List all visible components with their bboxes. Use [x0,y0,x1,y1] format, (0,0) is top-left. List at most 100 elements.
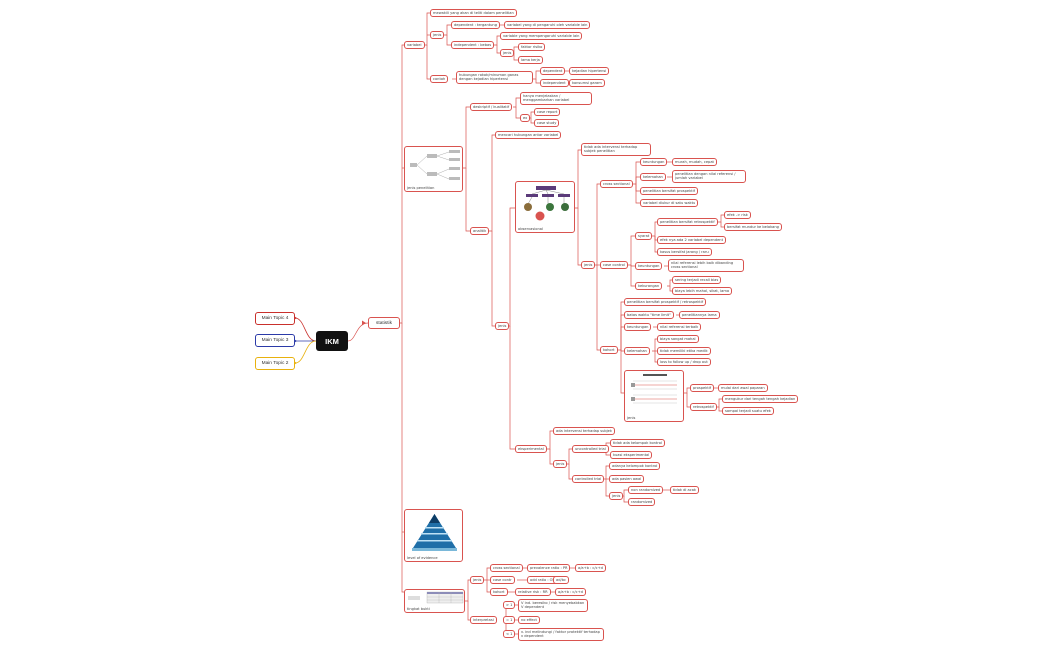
node-analitik[interactable]: analitik [470,227,490,236]
node-var-def[interactable]: mewakili yang akan di teliti dalam penel… [430,9,517,18]
node-contoh-dep[interactable]: dependent [540,67,566,76]
level-evidence-image[interactable]: level of evidence [404,509,463,562]
node-koh-waktu[interactable]: batas waktu "time limit" [624,311,674,320]
main-topic-3[interactable]: Main Topic 3 [255,334,295,347]
node-koh-retro1[interactable]: mengukur dari tengah tengah kejadian [722,395,799,404]
node-uk-cross-f[interactable]: a/a+b : c/c+d [575,564,606,573]
node-unctrl2[interactable]: kuasi eksperimental [610,451,653,460]
node-uk-koh[interactable]: kohort [490,588,508,597]
node-koh-retro[interactable]: retrospektif [690,403,717,412]
node-uk-jenis[interactable]: jenis [470,576,485,585]
node-case-efek[interactable]: efek -> risk [724,211,751,220]
node-lama-kerja[interactable]: lama kerja [518,56,543,65]
node-uk-koh-val[interactable]: relative risk : RR [515,588,551,597]
node-desk-def[interactable]: hanya menjelaskan / menggambarkan variab… [520,92,592,105]
node-ctrl2[interactable]: ada pasien awal [609,475,645,484]
node-case-kek[interactable]: kekurangan [635,282,663,291]
node-cross-kel-val[interactable]: murah, mudah, cepat [672,158,717,167]
node-koh-kek3[interactable]: loss to follow up / drop out [657,358,711,367]
node-nonrand[interactable]: non randomized [628,486,664,495]
node-uk-cross-val[interactable]: prevalence ratio : PR [527,564,571,573]
kohort-jenis-image[interactable]: jenis [624,370,684,422]
node-contoh-ind-val[interactable]: konsumsi garam [569,79,605,88]
node-cross-kel[interactable]: keuntungan [640,158,668,167]
tingkat-bukti-image[interactable]: tingkat bukti [404,589,465,613]
jenis-penelitian-caption: jenis penelitian [407,186,435,190]
node-gt1-val[interactable]: V ind. beresiko / risk menyebabkan V dep… [518,599,588,612]
node-contoh[interactable]: contoh [430,75,449,84]
node-analitik-def[interactable]: mencari hubungan antar variabel [495,131,562,140]
node-case-retro[interactable]: penelitian bersifat retrospektif [657,218,718,227]
node-interpretasi[interactable]: interpretasi [470,616,497,625]
node-eq1[interactable]: = 1 [503,616,516,625]
node-koh-kek1[interactable]: biaya sangat mahal [657,335,699,344]
node-cross-var[interactable]: variabel diukur di satu waktu [640,199,699,208]
node-ctrl[interactable]: controlled trial [572,475,605,484]
node-lt1-val[interactable]: v. ind melindungi / faktor protektif ter… [518,628,604,641]
node-contoh-dep-val[interactable]: kejadian hipertensi [569,67,610,76]
node-var-jenis[interactable]: jenis [430,31,445,40]
node-faktor-risiko[interactable]: faktor risiko [518,43,546,52]
node-cross-kek-val[interactable]: penelitian dengan nilai referensi / juml… [672,170,746,183]
node-case-kek2[interactable]: biaya lebih mahal, sikat, lama [672,287,733,296]
node-deskriptif[interactable]: deskriptif / kualitatif [470,103,513,112]
node-dependent-def[interactable]: variabel yang di pengaruhi oleh variable… [504,21,591,30]
root-topic[interactable]: IKM [316,331,348,351]
node-kohort[interactable]: kohort [600,346,618,355]
node-eksperimental[interactable]: eksperimental [515,445,547,454]
node-independent[interactable]: independent : bebas [451,41,495,50]
node-independent-def[interactable]: variable yang mempengaruhi variable lain [500,32,583,41]
node-jenis-an[interactable]: jenis [495,322,510,331]
node-koh-prosp2-val[interactable]: mulai dari awal paparan [718,384,768,393]
node-ctrl1[interactable]: adanya kelompok kontrol [609,462,661,471]
main-topic-4[interactable]: Main Topic 4 [255,312,295,325]
node-obs-jenis[interactable]: jenis [581,261,596,270]
node-case-kel-val[interactable]: nilai referensi lebih baik dibanding cro… [668,259,744,272]
node-koh-prosp[interactable]: penelitian bersifat prospektif / retrosp… [624,298,707,307]
node-cross[interactable]: cross sectional [600,180,633,189]
node-case-kasus[interactable]: kasus bersifat jarang / raru [657,248,712,257]
node-koh-kek2[interactable]: tidak memiliki etika medik [657,347,711,356]
node-uk-cross[interactable]: cross sectional [490,564,523,573]
node-koh-prosp2[interactable]: prospektif [690,384,714,393]
node-cross-prosp[interactable]: penelitian bersifat prospektif [640,187,698,196]
node-koh-kel-val[interactable]: nilai referensi terbaik [657,323,702,332]
jenis-penelitian-image[interactable]: jenis penelitian [404,146,463,192]
node-jenis-ind[interactable]: jenis [500,49,515,58]
node-nonrand-val[interactable]: tidak di acak [670,486,699,495]
node-case-syarat[interactable]: syarat [635,232,653,241]
node-eks-jenis[interactable]: jenis [553,460,568,469]
node-case-mundur[interactable]: bersifat mundur ke belakang [724,223,782,232]
node-contoh-ind[interactable]: independent [540,79,569,88]
node-lt1[interactable]: < 1 [503,630,516,639]
node-koh-kel[interactable]: keuntungan [624,323,652,332]
node-rand[interactable]: randomized [628,498,656,507]
node-case-kel[interactable]: keuntungan [635,262,663,271]
node-eq1-val[interactable]: no effect [518,616,540,625]
node-koh-waktu-val[interactable]: penelitiannya lama [679,311,720,320]
node-unctrl1[interactable]: tidak ada kelompok kontrol [610,439,665,448]
node-contoh-def[interactable]: hubungan rokok/minuman ganas dengan keja… [456,71,533,84]
node-case[interactable]: case control [600,261,628,270]
node-ctrl-jenis[interactable]: jenis [609,492,624,501]
node-obs-def[interactable]: tidak ada intervensi terhadap subjek pen… [581,143,651,156]
node-uk-koh-f[interactable]: a/a+b : c/c+d [555,588,586,597]
node-cross-kek[interactable]: kelemahan [640,173,666,182]
observasional-image[interactable]: observasional [515,181,575,233]
branch-statistik[interactable]: statistik [368,317,400,329]
node-koh-retro2[interactable]: sampai terjadi suatu efek [722,407,774,416]
node-unctrl[interactable]: uncontrolled trial [572,445,609,454]
node-case-study[interactable]: case study [534,119,560,128]
main-topic-2[interactable]: Main Topic 2 [255,357,295,370]
node-variabel[interactable]: variabel [404,41,425,50]
node-uk-case-f[interactable]: ad/bc [553,576,569,585]
node-uk-case[interactable]: case contr [490,576,515,585]
node-dependent[interactable]: dependent : tergantung [451,21,500,30]
node-koh-kek[interactable]: kelemahan [624,347,650,356]
node-case-kek1[interactable]: sering terjadi recall bias [672,276,722,285]
node-desk-ex[interactable]: ex [520,114,531,123]
node-case-report[interactable]: case report [534,108,561,117]
node-eks-def[interactable]: ada intervensi terhadap subjek [553,427,615,436]
node-gt1[interactable]: > 1 [503,601,516,610]
node-case-efek2[interactable]: efek nya ada 2 variabel dependent [657,236,726,245]
